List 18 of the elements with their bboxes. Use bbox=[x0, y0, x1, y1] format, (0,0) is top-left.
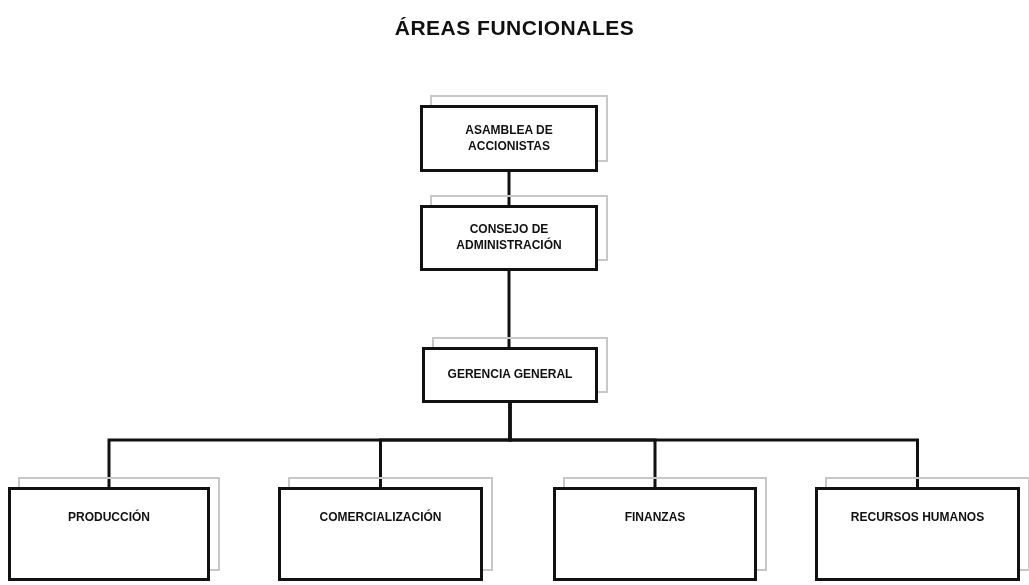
org-box bbox=[420, 205, 598, 271]
org-box bbox=[8, 487, 210, 581]
box-label: FINANZAS bbox=[624, 510, 686, 526]
box-label: GERENCIA GENERAL bbox=[447, 367, 573, 383]
box-label: ASAMBLEA DE ACCIONISTAS bbox=[464, 122, 554, 155]
org-box bbox=[422, 347, 598, 403]
org-box bbox=[420, 105, 598, 172]
box-label: CONSEJO DE ADMINISTRACIÓN bbox=[455, 222, 563, 254]
connector-line bbox=[507, 271, 511, 347]
connector-line bbox=[507, 172, 511, 205]
connector-line bbox=[508, 403, 919, 487]
org-box bbox=[815, 487, 1020, 581]
box-label: COMERCIALIZACIÓN bbox=[319, 510, 442, 526]
title: ÁREAS FUNCIONALES bbox=[393, 16, 636, 40]
box-label: PRODUCCIÓN bbox=[68, 510, 150, 526]
box-label: RECURSOS HUMANOS bbox=[850, 510, 985, 526]
org-box bbox=[553, 487, 757, 581]
org-box bbox=[278, 487, 483, 581]
